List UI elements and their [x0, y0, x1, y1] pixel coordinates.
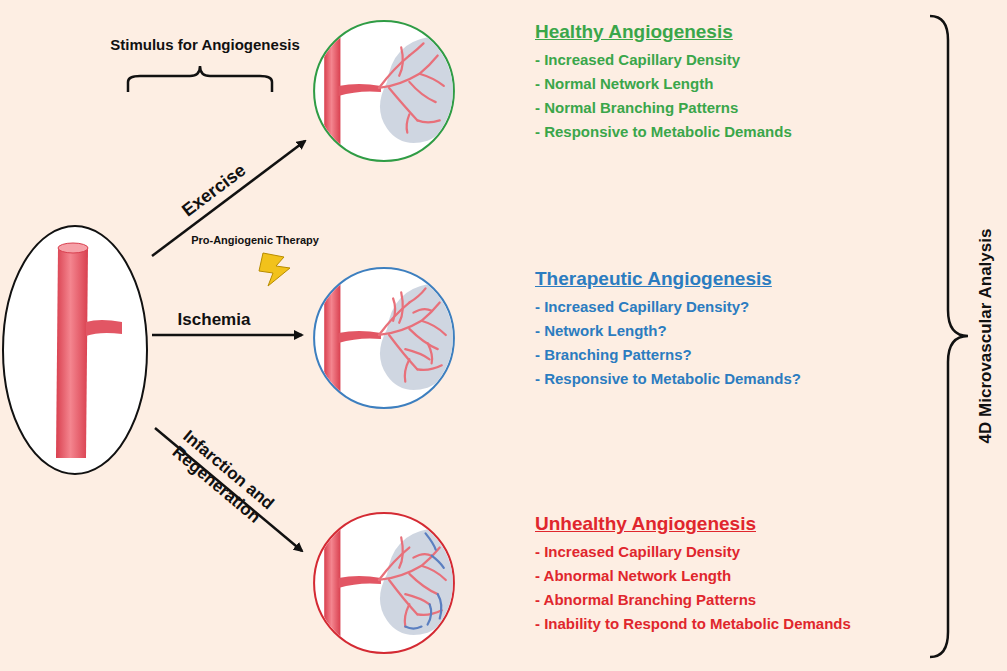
diagram-label: Pro-Angiogenic Therapy	[191, 234, 319, 246]
panel-heading: Unhealthy Angiogenesis	[535, 513, 851, 535]
panel-heading: Therapeutic Angiogenesis	[535, 268, 801, 290]
bullet-item: - Abnormal Network Length	[535, 564, 851, 588]
bullet-item: - Branching Patterns?	[535, 343, 801, 367]
panel-heading: Healthy Angiogenesis	[535, 21, 792, 43]
analysis-bracket	[930, 16, 968, 657]
vessel-circle	[308, 507, 460, 659]
diagram-label: 4D Microvascular Analysis	[976, 229, 996, 444]
diagram-label: Stimulus for Angiogenesis	[110, 36, 299, 53]
ischemia-arrow	[152, 334, 302, 337]
angiogenesis-panel: Unhealthy Angiogenesis - Increased Capill…	[308, 507, 933, 657]
bullet-item: - Responsive to Metabolic Demands?	[535, 367, 801, 391]
bullet-item: - Increased Capillary Density	[535, 48, 792, 72]
bullet-item: - Responsive to Metabolic Demands	[535, 120, 792, 144]
bullet-item: - Inability to Respond to Metabolic Dema…	[535, 612, 851, 636]
bullet-item: - Increased Capillary Density	[535, 540, 851, 564]
lightning-bolt	[259, 253, 290, 286]
bullet-item: - Network Length?	[535, 319, 801, 343]
bullet-item: - Abnormal Branching Patterns	[535, 588, 851, 612]
panel-text: Unhealthy Angiogenesis - Increased Capill…	[535, 513, 851, 636]
bullet-item: - Normal Branching Patterns	[535, 96, 792, 120]
panel-text: Therapeutic Angiogenesis - Increased Capi…	[535, 268, 801, 391]
diagram-label: Infarction and Regeneration	[164, 425, 280, 531]
diagram-label: Ischemia	[178, 310, 251, 330]
source-vessel	[3, 226, 147, 474]
bullet-item: - Normal Network Length	[535, 72, 792, 96]
panel-text: Healthy Angiogenesis - Increased Capillar…	[535, 21, 792, 144]
angiogenesis-panel: Healthy Angiogenesis - Increased Capillar…	[308, 15, 933, 165]
vessel-circle	[308, 15, 460, 167]
vessel-circle	[308, 262, 460, 414]
angiogenesis-panel: Therapeutic Angiogenesis - Increased Capi…	[308, 262, 933, 412]
stimulus-brace	[128, 66, 272, 92]
bullet-item: - Increased Capillary Density?	[535, 295, 801, 319]
